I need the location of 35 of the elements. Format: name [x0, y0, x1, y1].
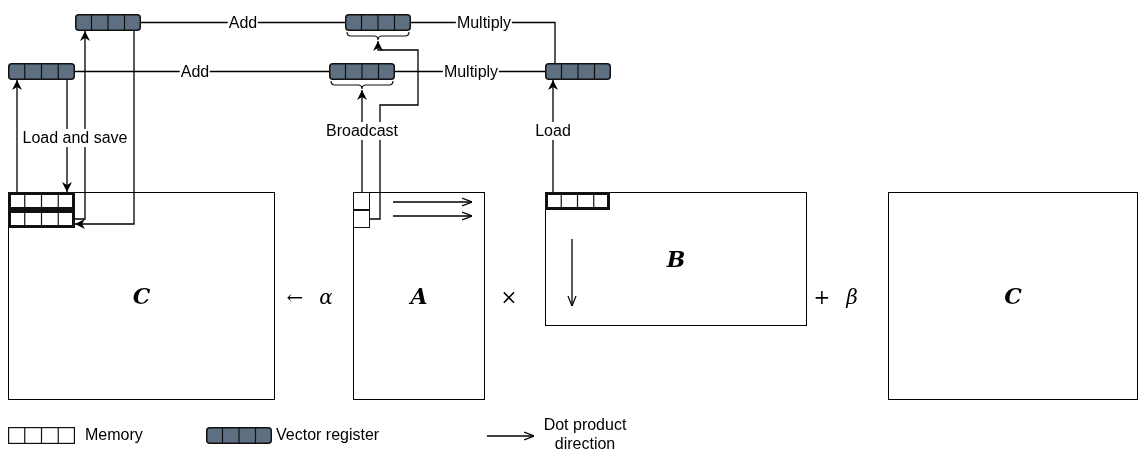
vector-register — [345, 14, 411, 41]
vector-register — [329, 63, 395, 90]
memory-cells — [7, 209, 75, 228]
legend-label: Dot product direction — [542, 415, 628, 453]
matrix-label: B — [666, 246, 686, 272]
math-operator: ← — [286, 285, 304, 309]
edge-label: Load — [534, 122, 572, 140]
matrix-label: C — [132, 283, 151, 309]
math-operator: + — [813, 285, 831, 309]
matrix-label: C — [1004, 283, 1022, 309]
legend-label: Vector register — [276, 426, 380, 444]
edge-label: Multiply — [455, 13, 513, 32]
arrow — [74, 30, 135, 229]
matrix-box — [353, 192, 485, 400]
connector-line — [74, 70, 330, 73]
arrow — [369, 40, 419, 220]
memory-cells — [544, 191, 610, 210]
vector-register — [8, 63, 75, 80]
matrix-box — [545, 192, 807, 326]
matrix-box — [888, 192, 1138, 400]
memory-cell — [352, 209, 370, 228]
vector-register — [545, 63, 611, 80]
matrix-box — [8, 192, 275, 400]
math-operator: × — [500, 285, 518, 309]
arrow — [74, 30, 90, 220]
edge-label: Multiply — [442, 62, 500, 81]
math-symbol: α — [319, 285, 333, 309]
memory-cells — [7, 191, 75, 210]
matrix-label: A — [410, 283, 428, 309]
math-symbol: β — [846, 285, 858, 309]
legend-label: Memory — [85, 426, 143, 444]
vector-register — [75, 14, 141, 31]
edge-label: Broadcast — [325, 122, 399, 140]
memory-cell — [352, 191, 370, 210]
edge-label: Load and save — [21, 129, 129, 147]
